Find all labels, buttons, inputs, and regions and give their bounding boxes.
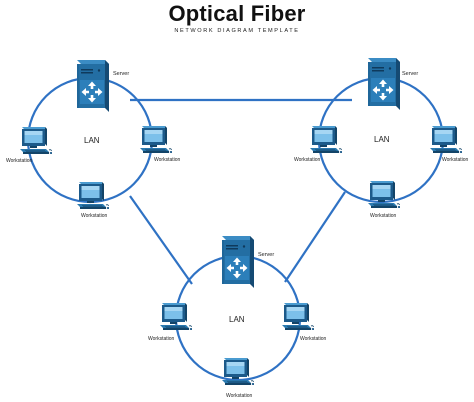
link-right-bottom	[284, 191, 346, 283]
workstation-icon[interactable]	[19, 127, 52, 155]
workstation-icon[interactable]	[139, 126, 172, 154]
workstation-icon[interactable]	[429, 126, 462, 154]
lan-label: LAN	[374, 135, 390, 144]
workstation-icon[interactable]	[159, 303, 192, 331]
server-icon[interactable]	[77, 60, 109, 112]
workstation-label: Workstation	[6, 158, 33, 164]
lan-label: LAN	[229, 315, 245, 324]
network-left: Server LAN Workstation Workstation Works…	[6, 60, 181, 219]
network-right: Server LAN Workstation Workstation Works…	[294, 58, 469, 219]
workstation-label: Workstation	[226, 393, 253, 399]
server-icon[interactable]	[222, 236, 254, 288]
page-subtitle: NETWORK DIAGRAM TEMPLATE	[174, 28, 300, 34]
workstation-label: Workstation	[300, 336, 327, 342]
workstation-label: Workstation	[148, 336, 175, 342]
workstation-label: Workstation	[81, 213, 108, 219]
workstation-icon[interactable]	[281, 303, 314, 331]
workstation-label: Workstation	[154, 157, 181, 163]
workstation-icon[interactable]	[76, 182, 109, 210]
server-label: Server	[113, 71, 129, 77]
page-title: Optical Fiber	[168, 1, 306, 26]
workstation-icon[interactable]	[367, 181, 400, 209]
workstation-icon[interactable]	[309, 126, 342, 154]
network-bottom: Server LAN Workstation Workstation Works…	[148, 236, 327, 399]
server-icon[interactable]	[368, 58, 400, 110]
lan-label: LAN	[84, 136, 100, 145]
server-label: Server	[258, 252, 274, 258]
workstation-label: Workstation	[294, 157, 321, 163]
workstation-label: Workstation	[370, 213, 397, 219]
server-label: Server	[402, 71, 418, 77]
workstation-label: Workstation	[442, 157, 469, 163]
link-left-bottom	[129, 195, 193, 285]
backbone-links	[129, 98, 352, 285]
workstation-icon[interactable]	[221, 358, 254, 386]
